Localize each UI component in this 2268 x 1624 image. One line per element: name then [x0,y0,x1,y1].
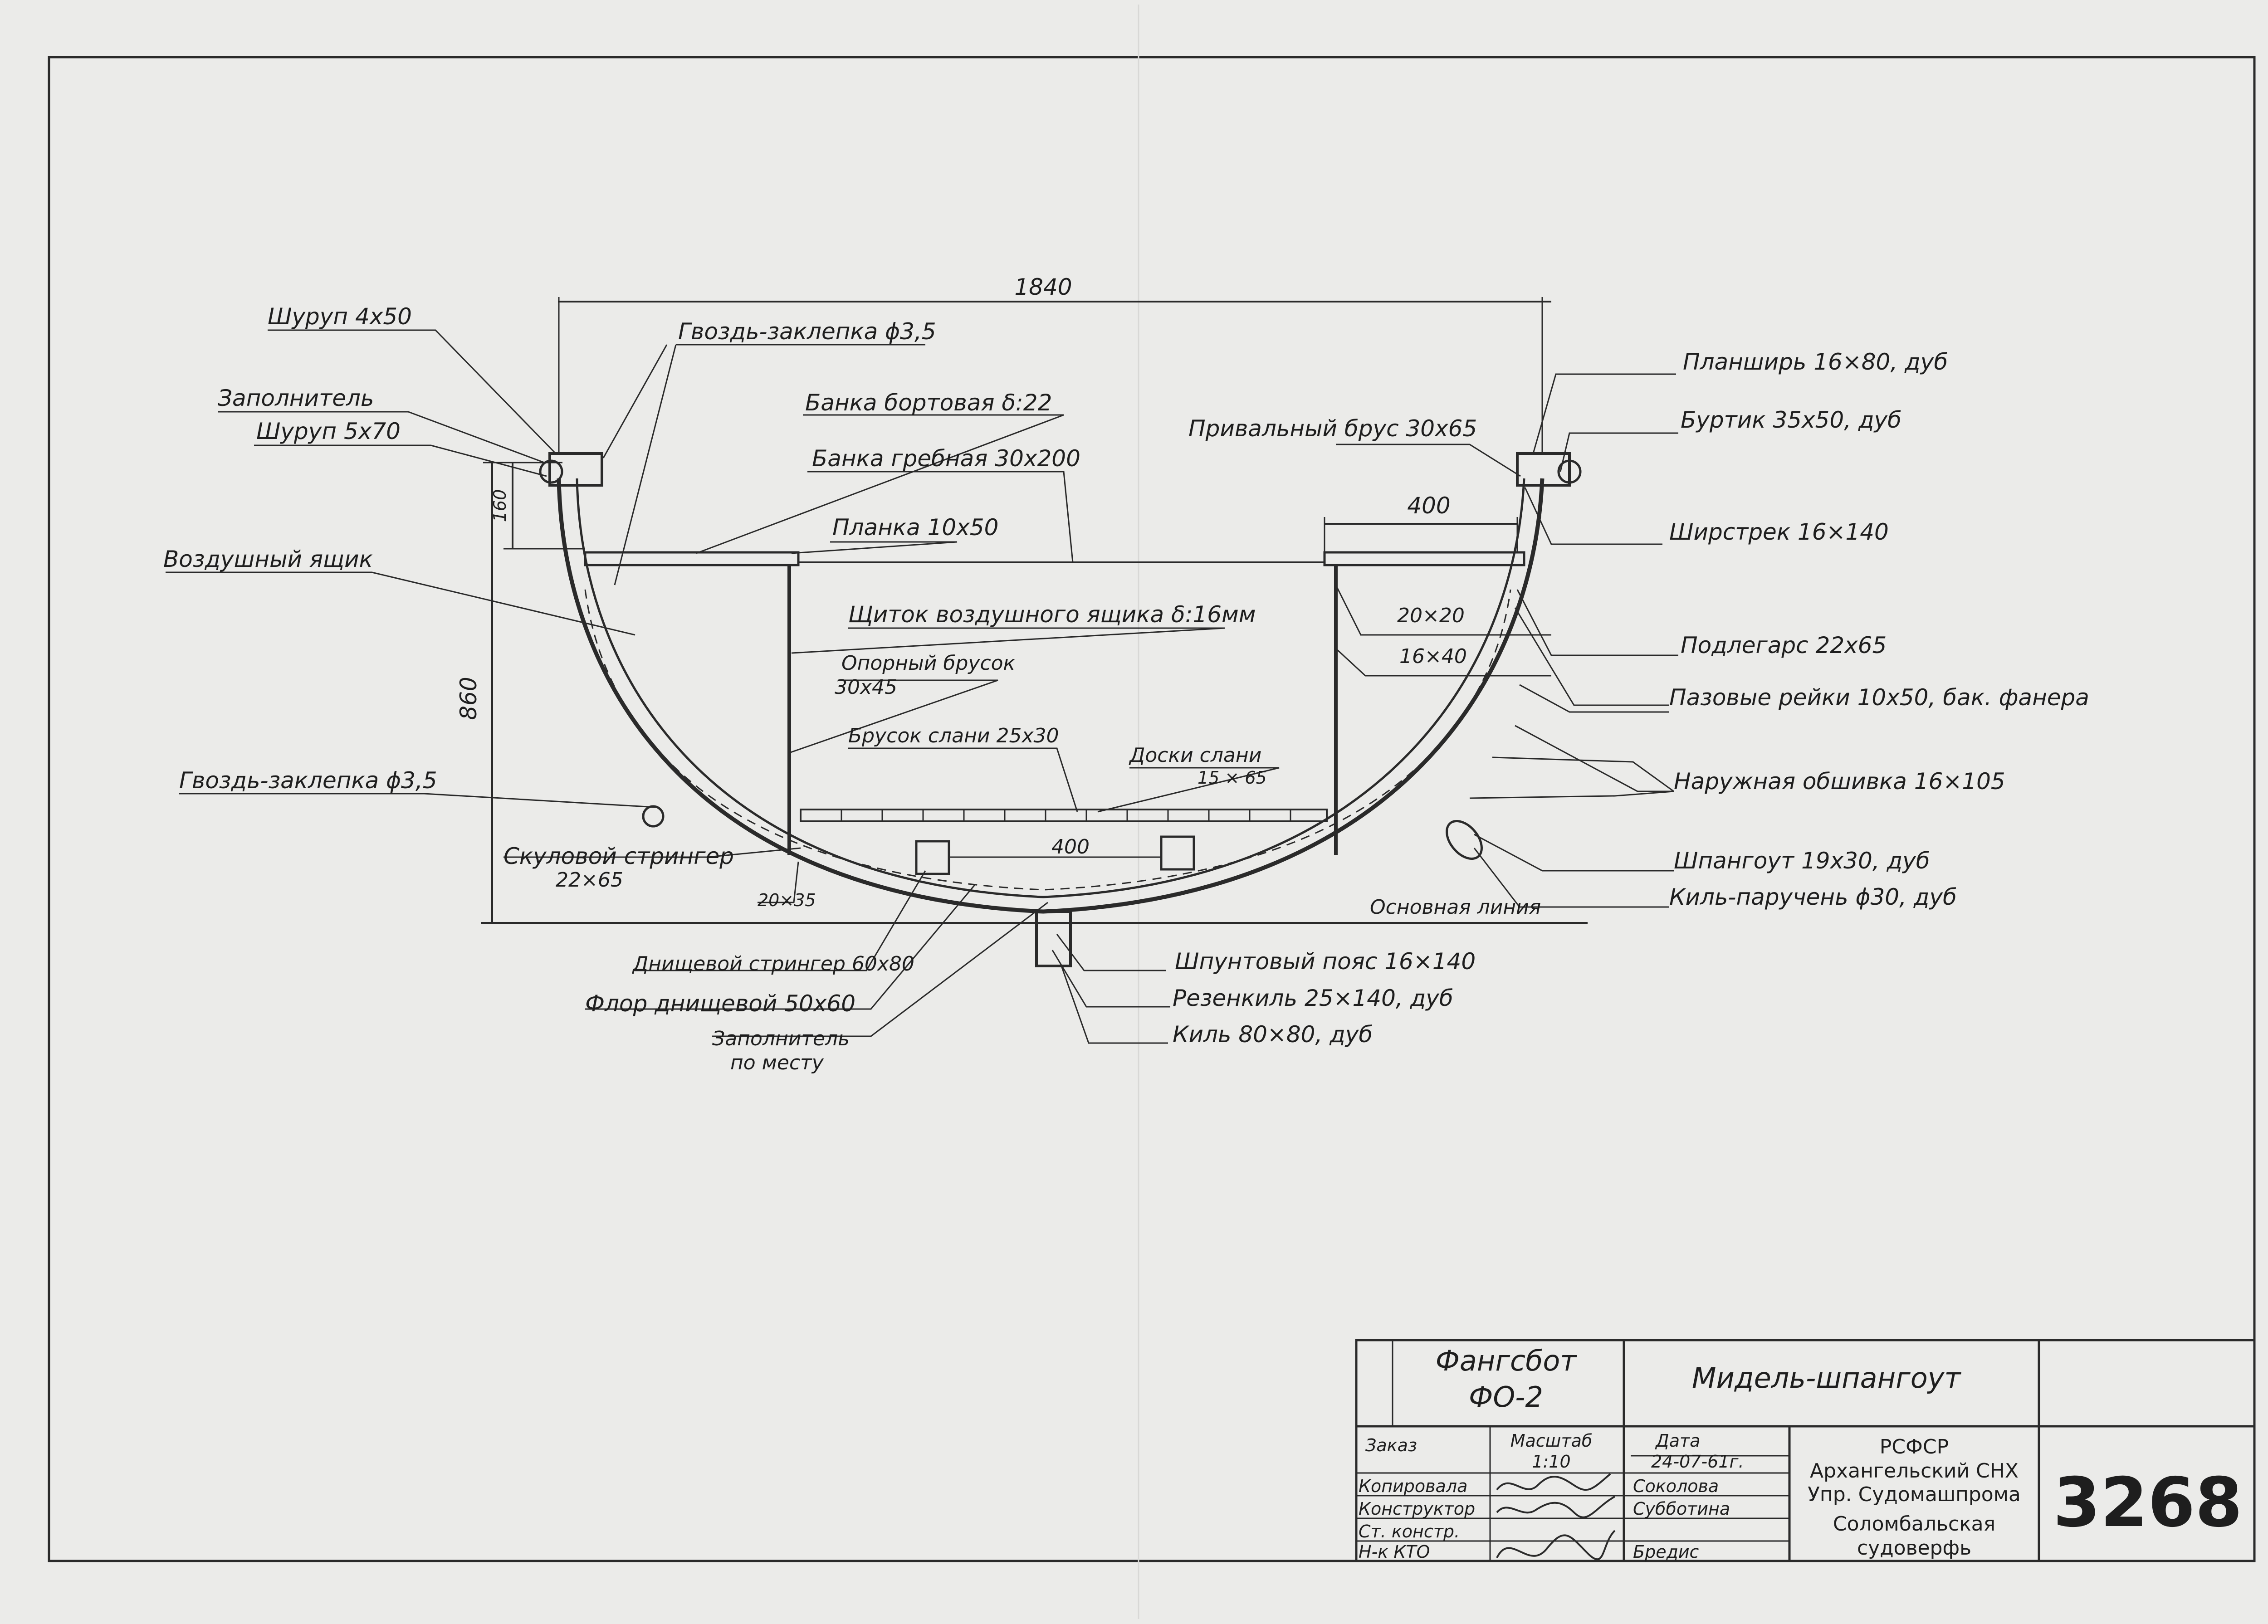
label-size-20x20: 20×20 [1397,604,1465,627]
signatures [1496,1473,1616,1561]
sheet-frame [48,56,2256,1562]
label-sheer-strake: Ширстрек 16×140 [1669,519,1889,545]
bilge-keel-left [642,805,665,828]
inner-frame [576,478,1525,898]
rubbing-strip-left [539,459,563,484]
role-copied: Копировала [1359,1476,1467,1496]
label-filler: Заполнитель [218,385,374,411]
dim-overall-width: 1840 [1014,274,1072,300]
label-screw-5x70: Шуруп 5х70 [256,418,401,444]
name-head-kto: Бредис [1633,1542,1699,1562]
label-garboard: Шпунтовый пояс 16×140 [1175,948,1476,975]
hull-section [539,452,1582,967]
name-designer: Субботина [1633,1499,1730,1519]
label-air-tank-shield: Щиток воздушного ящика δ:16мм [848,601,1256,628]
label-clamp: Подлегарс 22х65 [1681,632,1887,658]
scale-value: 1:10 [1532,1452,1570,1472]
org-line-1: РСФСР [1880,1435,1949,1458]
label-support-bar: Опорный брусок [841,652,1016,675]
gunwale-cap-left [548,452,603,487]
leader-lines [166,329,1678,1044]
label-keel: Киль 80×80, дуб [1173,1021,1373,1048]
drawing-title: Мидель-шпангоут [1692,1361,1961,1395]
part-labels: Шуруп 4х50 Гвоздь-заклепка ϕ3,5 Заполнит… [163,303,2089,1074]
title-block: Фангсбот ФО-2 Мидель-шпангоут Заказ Масш… [1355,1339,2256,1562]
org-line-3: Упр. Судомашпрома [1808,1483,2021,1506]
date-label: Дата [1655,1431,1700,1451]
label-side-bench: Банка бортовая δ:22 [805,390,1052,416]
rubbing-strip-right [1557,459,1582,484]
label-rivet-nail-side: Гвоздь-заклепка ϕ3,5 [179,767,437,794]
label-bilge-rail: Киль-паручень ϕ30, дуб [1669,884,1957,910]
side-bench-left [584,551,800,566]
name-copied: Соколова [1633,1476,1719,1496]
label-air-tank: Воздушный ящик [163,546,373,572]
bilge-keel-right [1446,819,1483,860]
label-bottom-floor: Флор днищевой 50х60 [585,990,855,1017]
label-filler-bottom: Заполнитель [712,1027,850,1050]
gunwale-cap-right [1516,452,1571,487]
label-frame: Шпангоут 19х30, дуб [1674,848,1930,874]
role-head-kto: Н-к КТО [1359,1542,1430,1562]
label-bilge-stringer: Скуловой стрингер [503,843,734,869]
keel [1035,910,1072,967]
label-outer-planking: Наружная обшивка 16×105 [1674,768,2005,795]
label-floor-boards: Доски слани [1129,744,1261,767]
scale-label: Масштаб [1510,1431,1593,1451]
org-line-2: Архангельский СНХ [1810,1459,2019,1483]
role-senior-designer: Ст. констр. [1359,1522,1460,1541]
dimension-lines: 1840 400 860 160 400 [455,274,1588,924]
floor-boards [800,809,1328,822]
bottom-stringer-left [915,840,950,875]
label-size-20x35: 20×35 [758,890,816,910]
shell-hatching [584,589,1511,891]
label-base-line: Основная линия [1370,896,1541,919]
label-rivet-nail-top: Гвоздь-заклепка ϕ3,5 [678,318,936,345]
label-rowing-thwart: Банка гребная 30х200 [812,445,1080,472]
dim-bench-width: 400 [1407,493,1450,519]
dim-depth: 860 [455,677,482,720]
label-batten: Планка 10х50 [832,514,998,541]
label-gunwale: Планширь 16×80, дуб [1683,349,1948,375]
label-false-keel: Резенкиль 25×140, дуб [1173,985,1453,1011]
side-bench-right [1323,551,1525,566]
dim-floor-width: 400 [1051,835,1090,858]
label-support-bar-size: 30х45 [835,676,897,699]
bottom-stringer-right [1160,835,1195,871]
label-filler-in-place: по месту [730,1051,824,1074]
vessel-name: Фангсбот [1436,1344,1578,1377]
label-screw-4x50: Шуруп 4х50 [268,303,412,330]
date-value: 24-07-61г. [1651,1452,1744,1472]
dim-gunwale-height: 160 [490,489,510,522]
label-bottom-stringer: Днищевой стрингер 60х80 [632,952,914,975]
label-seam-battens: Пазовые рейки 10х50, бак. фанера [1669,684,2089,711]
role-designer: Конструктор [1359,1499,1475,1519]
label-bead: Буртик 35х50, дуб [1681,407,1901,433]
vessel-code: ФО-2 [1469,1380,1543,1414]
label-floor-boards-size: 15 × 65 [1198,768,1267,788]
label-bilge-stringer-size: 22×65 [556,868,623,892]
label-size-16x40: 16×40 [1399,645,1467,668]
order-label: Заказ [1365,1435,1417,1455]
sheet-number: 3268 [2053,1463,2242,1542]
label-floor-batten: Брусок слани 25х30 [848,724,1059,747]
label-rub-rail: Привальный брус 30х65 [1188,415,1477,442]
org-line-5: судоверфь [1857,1536,1971,1560]
org-line-4: Соломбальская [1833,1512,1995,1536]
